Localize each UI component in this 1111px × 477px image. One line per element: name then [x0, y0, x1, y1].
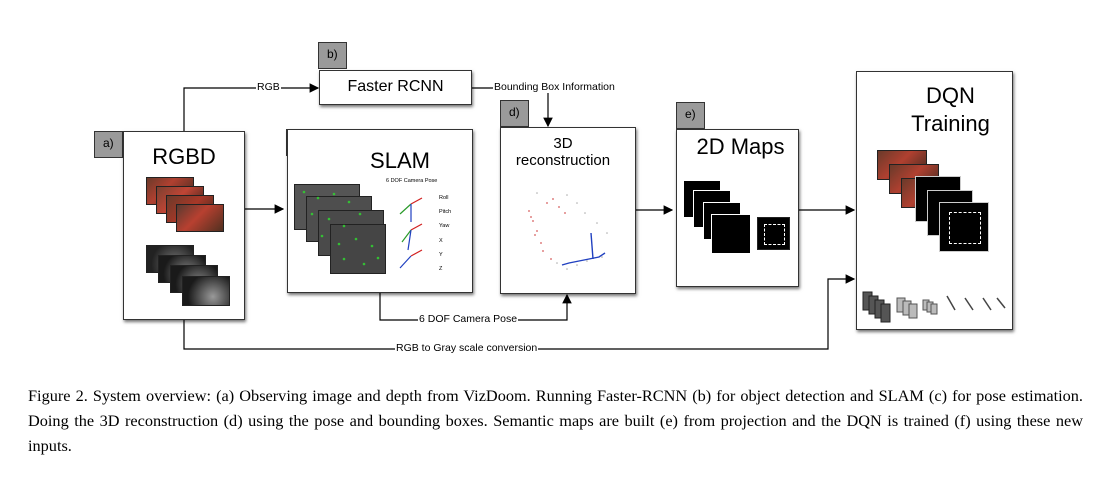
gray-arrow — [183, 274, 856, 350]
maps-box: 2D Maps — [676, 129, 799, 287]
point-cloud — [528, 192, 608, 270]
pose-axis-label: Z — [439, 266, 443, 273]
pose-label: 6 DOF Camera Pose — [418, 313, 519, 325]
rgb-label: RGB — [256, 81, 281, 93]
rgb-arrow — [183, 83, 320, 131]
bbox-label: Bounding Box Information — [493, 81, 616, 93]
dqn-title: DQN Training — [911, 83, 990, 136]
pose-heading: 6 DOF Camera Pose — [386, 178, 438, 184]
faster-rcnn-box: Faster RCNN — [319, 70, 472, 105]
pose-axis-label: Pitch — [439, 209, 452, 216]
pose-axis-label: Roll — [439, 195, 449, 201]
map-frame-small — [757, 217, 790, 250]
panel-b-tag: b) — [318, 42, 347, 69]
depth-frame — [182, 276, 230, 306]
pose-axis-label: Y — [439, 251, 443, 258]
panel-e-tag: e) — [676, 102, 705, 129]
faster-rcnn-title: Faster RCNN — [347, 78, 444, 95]
slam-feature-points — [302, 190, 380, 266]
pose-axis-label: X — [439, 237, 443, 244]
pose-axis-label: Yaw — [439, 223, 450, 230]
gray-label: RGB to Gray scale conversion — [395, 342, 539, 354]
slam-box: SLAM 6 DOF Camera Pose Roll Pitch Yaw X … — [287, 129, 473, 293]
maps-title: 2D Maps — [696, 134, 785, 159]
reconstruction-box: 3D reconstruction — [500, 127, 636, 294]
slam-frame — [330, 224, 386, 274]
pose-axes-icon — [399, 197, 423, 269]
dqn-box: DQN Training — [856, 71, 1013, 330]
reconstruction-title: 3D reconstruction — [515, 135, 611, 169]
pose-axis-list: Roll Pitch Yaw X Y Z — [439, 191, 451, 276]
dqn-map-frame — [939, 202, 989, 252]
panel-d-tag: d) — [500, 100, 529, 127]
panel-a-tag: a) — [94, 131, 123, 158]
slam-title: SLAM — [370, 148, 430, 173]
rgbd-box: RGBD — [123, 131, 245, 320]
rgb-frame — [176, 204, 224, 232]
dqn-network-layers — [862, 291, 1006, 323]
rgbd-title: RGBD — [152, 144, 216, 169]
figure-caption: Figure 2. System overview: (a) Observing… — [28, 386, 1083, 455]
map-frame — [711, 214, 751, 254]
